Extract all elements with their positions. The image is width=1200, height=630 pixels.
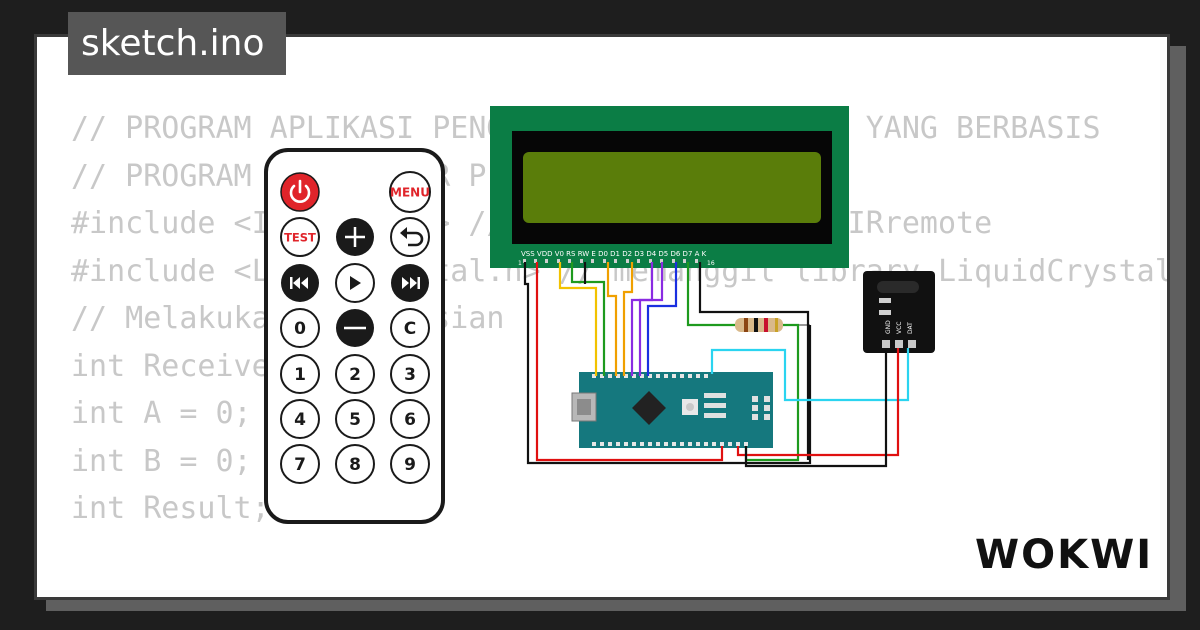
wire-orange-1: [606, 262, 618, 376]
button-7[interactable]: 7: [280, 444, 320, 484]
previous-button[interactable]: [281, 264, 319, 302]
button-8[interactable]: 8: [335, 444, 375, 484]
back-button[interactable]: [390, 217, 430, 257]
test-button-label: TEST: [284, 231, 316, 245]
wokwi-logo: WOKWI: [975, 532, 1150, 576]
power-button[interactable]: [280, 172, 320, 212]
wires: [523, 262, 910, 468]
button-1[interactable]: 1: [280, 354, 320, 394]
ir-pin-dat-label: DAT: [907, 322, 914, 334]
next-button[interactable]: [391, 264, 429, 302]
wire-green: [570, 262, 606, 376]
previous-track-icon: [290, 277, 308, 289]
wire-black: [523, 262, 812, 465]
lcd-pin-start-label: 1: [518, 260, 522, 267]
button-5-label: 5: [349, 410, 361, 430]
microcontroller-chip: [632, 391, 666, 425]
plus-icon: [345, 227, 365, 247]
wire-black-gnd: [744, 348, 888, 468]
button-6-label: 6: [404, 410, 416, 430]
code-line: int Result;: [71, 491, 270, 526]
wire-orange-2: [622, 262, 634, 376]
nano-top-pins: [592, 374, 708, 378]
wire-black-k: [698, 262, 810, 460]
button-2[interactable]: 2: [335, 354, 375, 394]
lcd-pin-labels: VSS VDD V0 RS RW E D0 D1 D2 D3 D4 D5 D6 …: [521, 250, 707, 258]
wire-cyan: [710, 348, 910, 402]
back-arrow-icon: [400, 227, 424, 247]
button-6[interactable]: 6: [390, 399, 430, 439]
button-c[interactable]: C: [390, 308, 430, 348]
wokwi-logo-text: WOKWI: [975, 532, 1150, 576]
wire-yellow: [558, 262, 598, 376]
button-9[interactable]: 9: [390, 444, 430, 484]
wire-purple-2: [638, 262, 664, 376]
file-tab[interactable]: sketch.ino: [68, 12, 286, 75]
ir-remote[interactable]: MENU TEST: [264, 148, 445, 524]
code-line: int B = 0;: [71, 443, 252, 479]
lcd-display[interactable]: VSS VDD V0 RS RW E D0 D1 D2 D3 D4 D5 D6 …: [490, 106, 849, 268]
nano-bottom-pins: [592, 442, 748, 446]
lcd-pin-header: [523, 259, 698, 263]
minus-button[interactable]: [336, 309, 374, 347]
button-1-label: 1: [294, 365, 306, 385]
menu-button[interactable]: MENU: [389, 171, 431, 213]
ir-receiver-module[interactable]: GND VCC DAT: [863, 271, 935, 353]
arduino-nano[interactable]: [571, 372, 773, 448]
button-0[interactable]: 0: [280, 308, 320, 348]
button-c-label: C: [404, 319, 416, 339]
ir-pin-vcc-label: VCC: [896, 322, 903, 334]
next-track-icon: [402, 277, 420, 289]
ir-pin-gnd-label: GND: [885, 320, 892, 334]
wire-red: [535, 262, 724, 462]
button-5[interactable]: 5: [335, 399, 375, 439]
button-3-label: 3: [404, 365, 416, 385]
wire-blue: [646, 262, 678, 376]
lcd-pin-end-label: 16: [707, 260, 715, 267]
plus-button[interactable]: [336, 218, 374, 256]
ir-sensor-dome: [877, 281, 919, 293]
code-line: int A = 0;: [71, 396, 252, 431]
menu-button-label: MENU: [390, 186, 430, 200]
button-7-label: 7: [294, 455, 306, 475]
button-4[interactable]: 4: [280, 399, 320, 439]
button-4-label: 4: [294, 410, 306, 430]
button-8-label: 8: [349, 455, 361, 475]
button-0-label: 0: [294, 319, 306, 339]
play-icon: [350, 276, 361, 290]
button-2-label: 2: [349, 365, 361, 385]
button-9-label: 9: [404, 455, 416, 475]
power-icon: [289, 179, 311, 203]
play-button[interactable]: [335, 263, 375, 303]
icsp-header: [752, 396, 770, 420]
wire-red-vcc: [736, 348, 900, 457]
test-button[interactable]: TEST: [280, 217, 320, 257]
wire-green-backlight: [686, 262, 735, 327]
button-3[interactable]: 3: [390, 354, 430, 394]
